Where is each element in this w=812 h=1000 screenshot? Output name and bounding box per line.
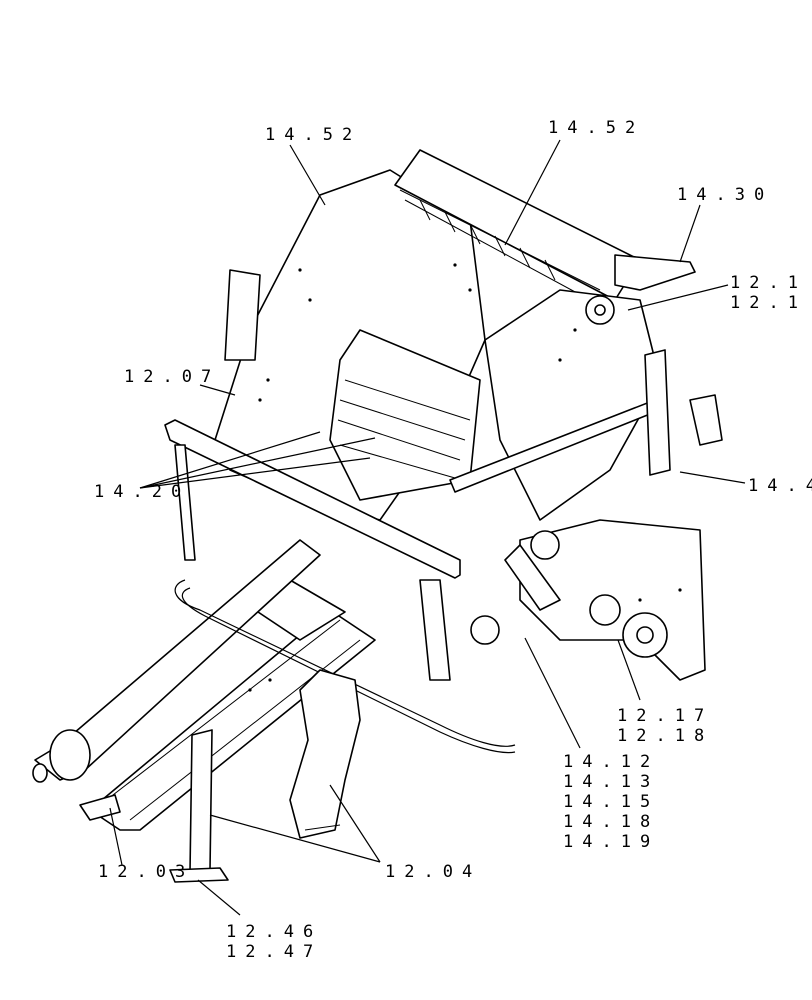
pto-coupling xyxy=(470,615,500,645)
leader-lines xyxy=(109,139,746,916)
main-frame xyxy=(164,419,461,579)
callout-14-18: 14.18 xyxy=(563,812,660,832)
pto-shield xyxy=(49,729,91,781)
right-side-panel xyxy=(484,289,661,521)
callout-12-04: 12.04 xyxy=(385,862,482,882)
callout-12-18: 12.18 xyxy=(617,726,714,746)
callout-12-46: 12.46 xyxy=(226,922,323,942)
callout-14-15: 14.15 xyxy=(563,792,660,812)
upper-cylinder xyxy=(614,254,696,291)
callout-12-17: 12.17 xyxy=(617,706,714,726)
jack-stand xyxy=(189,729,213,873)
drive-sprocket xyxy=(589,594,621,626)
callout-12-47: 12.47 xyxy=(226,942,323,962)
callout-14-12: 14.12 xyxy=(563,752,660,772)
hydraulic-hose xyxy=(174,579,516,747)
frame-holes xyxy=(248,263,682,692)
callout-12-03: 12.03 xyxy=(98,862,195,882)
callout-14-52-left: 14.52 xyxy=(265,125,362,145)
callout-14-30: 14.30 xyxy=(677,185,774,205)
parking-stand xyxy=(289,669,361,839)
callout-14-13: 14.13 xyxy=(563,772,660,792)
callout-14-52-top: 14.52 xyxy=(548,118,645,138)
left-upright xyxy=(224,269,261,361)
hitch-eye xyxy=(79,794,121,821)
callout-12-12: 12.1 xyxy=(730,293,807,313)
callout-14-4: 14.4 xyxy=(748,476,812,496)
callout-14-20: 14.20 xyxy=(94,482,191,502)
roller-flights xyxy=(419,199,556,281)
callout-12-07: 12.07 xyxy=(124,367,221,387)
callout-14-19: 14.19 xyxy=(563,832,660,852)
callout-12-11: 12.1 xyxy=(730,273,807,293)
